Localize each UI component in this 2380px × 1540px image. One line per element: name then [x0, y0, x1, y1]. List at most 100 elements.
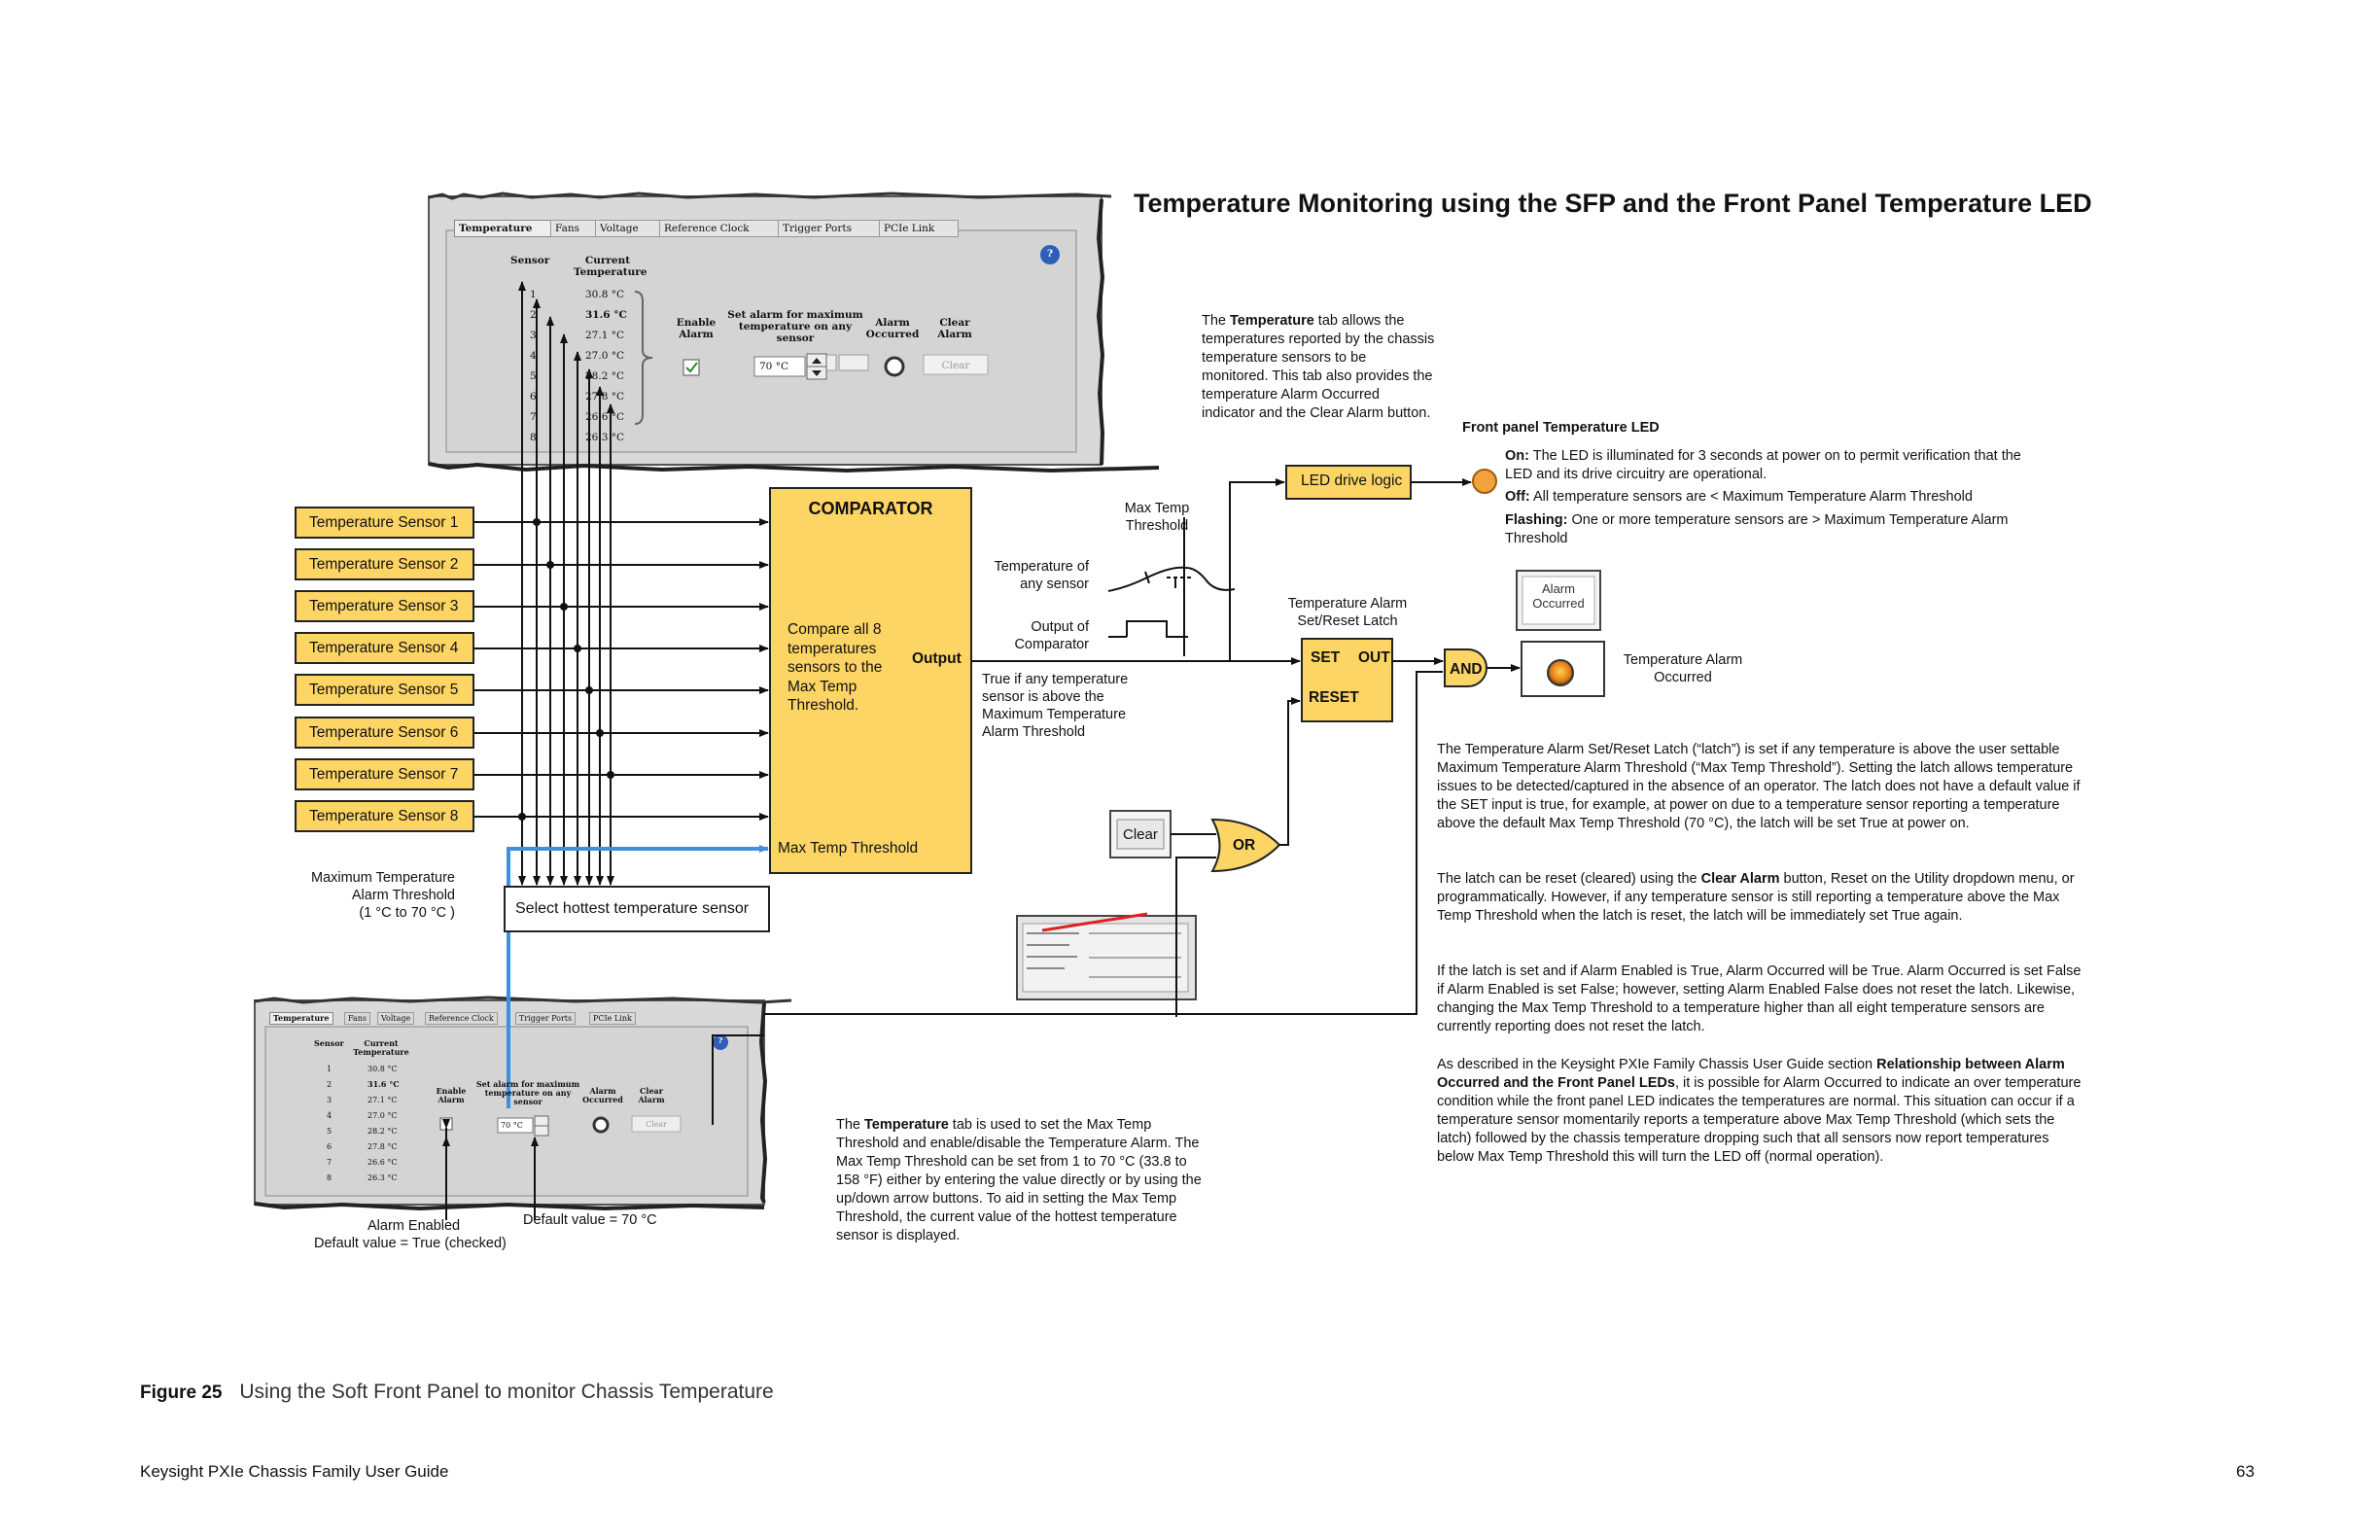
- temperature-value: 27.1 °C: [585, 330, 625, 341]
- sensor-number: 7: [327, 1158, 332, 1167]
- sensor-number: 8: [530, 432, 537, 443]
- comparator-body: Compare all 8 temperatures sensors to th…: [788, 621, 883, 714]
- figure-caption: Figure 25 Using the Soft Front Panel to …: [140, 1381, 774, 1404]
- footer-guide-title: Keysight PXIe Chassis Family User Guide: [140, 1462, 449, 1481]
- led-drive-logic-label: LED drive logic: [1301, 472, 1403, 489]
- col-current-header: Current Temperature: [353, 1038, 409, 1057]
- alarm-enabled-label: Alarm Enabled: [368, 1218, 461, 1234]
- max-temp-threshold-label: Max Temp Threshold: [1124, 501, 1190, 534]
- threshold-range-label: (1 °C to 70 °C ): [359, 905, 455, 921]
- temperature-value: 27.8 °C: [368, 1142, 398, 1151]
- set-alarm-header: Set alarm for maximum temperature on any…: [727, 309, 863, 344]
- tab-fans[interactable]: Fans: [550, 220, 599, 237]
- led-off-description: Off: All temperature sensors are < Maxim…: [1505, 488, 2049, 507]
- led-flash-label: Flashing:: [1505, 512, 1568, 528]
- tab-reference-clock[interactable]: Reference Clock: [425, 1012, 498, 1025]
- or-gate-label: OR: [1233, 837, 1256, 854]
- true-if-any-label: True if any temperature sensor is above …: [982, 672, 1129, 740]
- tab-trigger-ports[interactable]: Trigger Ports: [778, 220, 883, 237]
- connection-lines: [442, 478, 1521, 1220]
- temp-alarm-occurred-label: Temperature Alarm Occurred: [1623, 652, 1743, 685]
- clear-alarm-header: Clear Alarm: [638, 1086, 665, 1104]
- bottom-temperature-paragraph: The Temperature tab is used to set the M…: [836, 1117, 1202, 1243]
- and-gate-label: AND: [1450, 661, 1483, 678]
- temperature-value: 30.8 °C: [368, 1065, 398, 1073]
- default-threshold-label: Default value = 70 °C: [523, 1212, 657, 1228]
- temperature-value: 28.2 °C: [368, 1127, 398, 1136]
- temperature-value: 31.6 °C: [585, 309, 627, 321]
- sensor-box-label: Temperature Sensor 7: [309, 766, 459, 783]
- tab-voltage[interactable]: Voltage: [595, 220, 663, 237]
- comparator-box: [769, 487, 972, 874]
- temp-any-sensor-label: Temperature of any sensor: [994, 559, 1089, 592]
- clear-button-graphic: [1109, 810, 1172, 858]
- temperature-tab-intro: The Temperature tab allows the temperatu…: [1202, 313, 1435, 421]
- sensor-boxes: [295, 507, 474, 832]
- alarm-occurred-header: Alarm Occurred: [865, 317, 920, 340]
- comparator-threshold-label: Max Temp Threshold: [778, 840, 919, 857]
- sensor-number: 5: [327, 1127, 332, 1136]
- tab-temperature[interactable]: Temperature: [269, 1012, 333, 1025]
- selector-box: [504, 886, 770, 932]
- led-off-label: Off:: [1505, 489, 1530, 505]
- tab-reference-clock[interactable]: Reference Clock: [659, 220, 781, 237]
- tab-trigger-ports[interactable]: Trigger Ports: [515, 1012, 577, 1025]
- sensor-number: 1: [530, 289, 537, 300]
- col-sensor-header: Sensor: [314, 1038, 344, 1048]
- enable-alarm-header: Enable Alarm: [436, 1086, 467, 1104]
- help-icon[interactable]: ?: [1046, 248, 1054, 260]
- guide-paragraph: As described in the Keysight PXIe Family…: [1437, 1057, 2082, 1165]
- latch-out-label: OUT: [1358, 649, 1390, 666]
- col-current-header: Current Temperature: [574, 255, 648, 278]
- sensor-number: 2: [530, 309, 537, 321]
- alarm-occurred-button[interactable]: Alarm Occurred: [1532, 581, 1585, 611]
- tab-pcie-link[interactable]: PCIe Link: [879, 220, 959, 237]
- alarm-enabled-default-label: Default value = True (checked): [314, 1236, 507, 1251]
- sensor-number: 5: [530, 370, 537, 382]
- latch-reset-label: RESET: [1309, 689, 1359, 706]
- sensor-number: 4: [327, 1111, 332, 1120]
- alarm-occurred-graphic: [1516, 570, 1605, 697]
- temperature-value: 26.3 °C: [585, 432, 625, 443]
- sensor-number: 7: [530, 411, 537, 423]
- threshold-blue-line: [507, 845, 769, 1108]
- latch-box: [1301, 638, 1393, 722]
- sensor-number: 8: [327, 1173, 332, 1182]
- sensor-box-label: Temperature Sensor 3: [309, 598, 459, 614]
- sensor-number: 6: [327, 1142, 332, 1151]
- sensor-box-label: Temperature Sensor 5: [309, 682, 459, 698]
- junction-dots: [518, 518, 614, 821]
- led-on-text: The LED is illuminated for 3 seconds at …: [1505, 448, 2021, 482]
- sensor-box-label: Temperature Sensor 4: [309, 640, 459, 656]
- temperature-value: 26.6 °C: [368, 1158, 398, 1167]
- sensor-box-label: Temperature Sensor 1: [309, 514, 459, 531]
- threshold-value[interactable]: 70 °C: [759, 361, 788, 372]
- latch-set-label: SET: [1311, 649, 1341, 666]
- sensor-box-label: Temperature Sensor 8: [309, 808, 459, 824]
- threshold-value[interactable]: 70 °C: [501, 1121, 523, 1130]
- page-heading: Temperature Monitoring using the SFP and…: [1134, 189, 2092, 218]
- clear-button-label[interactable]: Clear: [1123, 826, 1158, 843]
- led-flash-text: One or more temperature sensors are > Ma…: [1505, 512, 2009, 546]
- led-on-description: On: The LED is illuminated for 3 seconds…: [1505, 447, 2049, 484]
- footer-page-number: 63: [2236, 1462, 2255, 1481]
- clear-alarm-button[interactable]: Clear: [941, 360, 970, 371]
- clear-alarm-button[interactable]: Clear: [645, 1120, 667, 1129]
- enable-alarm-header: Enable Alarm: [676, 317, 717, 340]
- tab-temperature[interactable]: Temperature: [454, 220, 557, 237]
- temperature-value: 27.0 °C: [585, 350, 625, 362]
- led-off-text: All temperature sensors are < Maximum Te…: [1533, 489, 1973, 505]
- tab-fans[interactable]: Fans: [344, 1012, 371, 1025]
- front-panel-led: [1472, 469, 1497, 494]
- alarm-occurred-header: Alarm Occurred: [582, 1086, 623, 1104]
- and-gate: [1444, 648, 1488, 687]
- help-icon[interactable]: ?: [718, 1035, 723, 1045]
- threshold-waveform: [1107, 517, 1236, 656]
- set-alarm-header: Set alarm for maximum temperature on any…: [475, 1079, 580, 1106]
- temperature-value: 26.6 °C: [585, 411, 625, 423]
- tab-pcie-link[interactable]: PCIe Link: [589, 1012, 636, 1025]
- led-flash-description: Flashing: One or more temperature sensor…: [1505, 511, 2049, 548]
- temperature-value: 26.3 °C: [368, 1173, 398, 1182]
- tab-voltage[interactable]: Voltage: [377, 1012, 415, 1025]
